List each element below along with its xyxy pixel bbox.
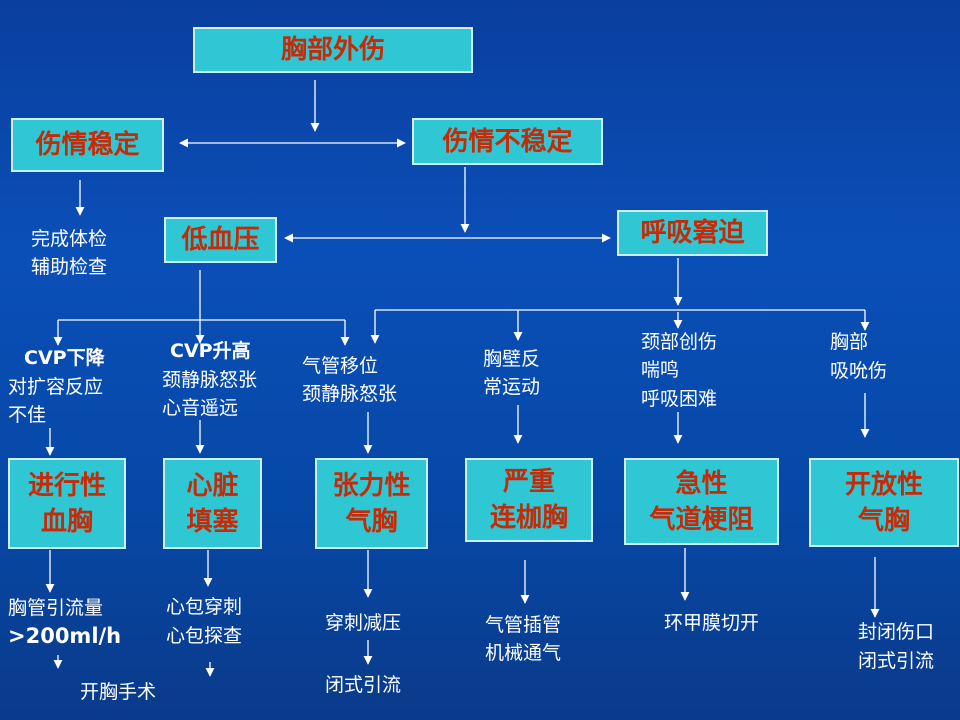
label-closed-drainage-2: 闭式引流 xyxy=(858,650,935,672)
label-dyspnea: 呼吸困难 xyxy=(641,388,718,410)
label-poor: 不佳 xyxy=(8,404,47,426)
label-sucking-wound: 吸吮伤 xyxy=(830,360,888,382)
node-stable: 伤情稳定 xyxy=(11,118,164,172)
label-jvd-2: 颈静脉怒张 xyxy=(302,383,398,405)
label-tracheal-shift: 气管移位 xyxy=(302,355,379,377)
label-closed-drainage-1: 闭式引流 xyxy=(325,674,402,696)
label-thoracotomy: 开胸手术 xyxy=(80,681,157,703)
label-auxiliary-exam: 辅助检查 xyxy=(31,256,108,278)
node-tension-pneumothorax: 张力性 气胸 xyxy=(315,458,428,549)
label-jvd-1: 颈静脉怒张 xyxy=(162,369,258,391)
node-unstable: 伤情不稳定 xyxy=(412,118,603,165)
label-intubation: 气管插管 xyxy=(485,614,562,636)
node-resp-distress: 呼吸窘迫 xyxy=(617,210,768,256)
label-cvp-up: CVP升高 xyxy=(170,340,251,362)
node-flail-chest: 严重 连枷胸 xyxy=(465,458,593,542)
node-hypotension: 低血压 xyxy=(164,217,277,263)
label-muffled-heart: 心音遥远 xyxy=(162,397,239,419)
label-paradox-2: 常运动 xyxy=(483,376,541,398)
label-volume-response: 对扩容反应 xyxy=(8,376,104,398)
node-tamponade: 心脏 填塞 xyxy=(163,458,262,549)
node-open-pneumothorax: 开放性 气胸 xyxy=(809,458,959,547)
label-chest: 胸部 xyxy=(830,331,869,353)
label-seal-wound: 封闭伤口 xyxy=(858,621,935,643)
label-stridor: 喘鸣 xyxy=(641,359,680,381)
label-chest-tube-output: 胸管引流量 xyxy=(8,597,104,619)
node-airway-obstruction: 急性 气道梗阻 xyxy=(624,458,779,545)
node-chest-trauma: 胸部外伤 xyxy=(193,27,473,73)
label-mechanical-ventilation: 机械通气 xyxy=(485,642,562,664)
label-pericardiocentesis: 心包穿刺 xyxy=(166,596,243,618)
label-paradox-1: 胸壁反 xyxy=(483,348,541,370)
label-physical-exam: 完成体检 xyxy=(31,228,108,250)
node-hemothorax: 进行性 血胸 xyxy=(8,458,126,549)
label-needle-decompression: 穿刺减压 xyxy=(325,612,402,634)
label-pericardial-exploration: 心包探查 xyxy=(166,625,243,647)
label-drain-threshold: >200ml/h xyxy=(8,624,122,648)
label-cvp-down: CVP下降 xyxy=(24,347,105,369)
label-neck-trauma: 颈部创伤 xyxy=(641,331,718,353)
label-cricothyrotomy: 环甲膜切开 xyxy=(664,612,760,634)
